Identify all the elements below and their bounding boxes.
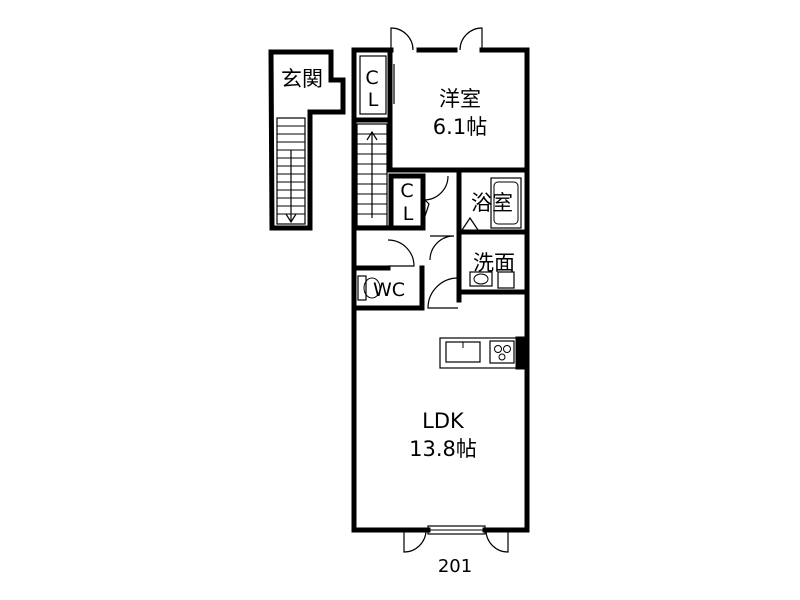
closet-top-label-l: L: [368, 89, 379, 111]
closet-mid-label-l: L: [403, 203, 414, 225]
entrance-block: 玄関: [268, 49, 346, 231]
interior-stairs: [351, 123, 390, 231]
room-label-washroom: 洗面: [473, 251, 515, 275]
kitchen-counter: [439, 336, 527, 370]
stove-icon: [489, 340, 515, 364]
closet-mid-label-c: C: [400, 180, 413, 202]
room-size-ldk: 13.8帖: [409, 437, 477, 461]
room-label-wc: WC: [373, 279, 405, 301]
stairs-icon: [276, 117, 306, 225]
toilet-icon: [357, 275, 381, 301]
room-label-bath: 浴室: [471, 191, 513, 215]
washbasin-icon: [469, 271, 515, 289]
unit-number: 201: [438, 556, 472, 577]
sink-icon: [445, 341, 481, 363]
room-bath: 浴室: [456, 169, 530, 235]
room-label-ldk: LDK: [422, 409, 465, 433]
room-washroom: 洗面: [456, 229, 530, 295]
closet-top: C L: [351, 55, 395, 123]
door-swing-icon: [387, 27, 509, 553]
room-size-yoshitsu: 6.1帖: [433, 115, 487, 139]
room-label-genkan: 玄関: [281, 67, 323, 91]
closet-top-label-c: C: [365, 67, 378, 89]
closet-mid: C L: [388, 173, 426, 231]
room-wc: WC: [351, 265, 425, 311]
room-yoshitsu: [387, 47, 530, 173]
room-label-yoshitsu: 洋室: [439, 87, 481, 111]
window-bottom: [427, 525, 486, 535]
